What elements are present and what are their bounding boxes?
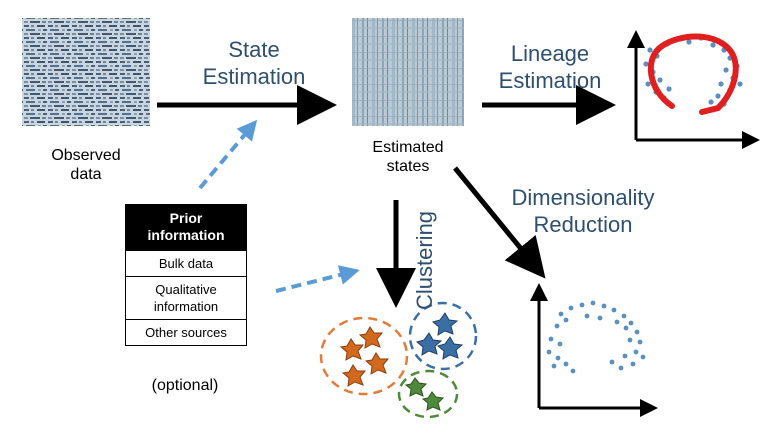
blue-cluster <box>408 301 478 371</box>
lineage-estimation-line-1: Lineage <box>510 41 590 66</box>
dimensionality-reduction-plot <box>530 283 658 417</box>
prior-row-qualitative-information: Qualitative information <box>126 276 246 319</box>
estimated-states-heatmap <box>352 18 464 126</box>
clusters <box>319 301 478 419</box>
estimated-line-2: states <box>386 158 430 175</box>
dimensionality-reduction-line-1: Dimensionality <box>511 185 655 210</box>
observed-data-label: Observed data <box>26 146 146 184</box>
estimated-line-1: Estimated <box>372 139 444 156</box>
orange-cluster <box>319 316 409 396</box>
prior-to-state-arrow <box>198 119 258 190</box>
lineage-estimation-label: Lineage Estimation <box>480 40 620 94</box>
prior-row-bulk-data: Bulk data <box>126 250 246 276</box>
dimensionality-reduction-arrow <box>453 166 546 279</box>
observed-line-1: Observed <box>51 147 121 164</box>
state-estimation-line-1: State <box>228 37 280 62</box>
observed-line-2: data <box>70 166 102 183</box>
clustering-label: Clustering <box>412 211 437 310</box>
prior-row-other-sources: Other sources <box>126 319 246 345</box>
optional-label: (optional) <box>151 377 219 394</box>
green-cluster <box>397 369 459 419</box>
lineage-estimation-line-2: Estimation <box>498 68 602 93</box>
observed-data-heatmap <box>22 18 150 126</box>
prior-information-title: Prior information <box>126 205 246 250</box>
lineage-plot <box>627 30 760 149</box>
dimensionality-reduction-label: Dimensionality Reduction <box>488 184 678 238</box>
estimated-states-label: Estimated states <box>348 138 468 176</box>
dimensionality-reduction-line-2: Reduction <box>533 212 633 237</box>
prior-information-box: Prior information Bulk data Qualitative … <box>125 204 247 346</box>
state-estimation-label: State Estimation <box>184 36 324 90</box>
state-estimation-line-2: Estimation <box>202 64 306 89</box>
prior-to-clustering-arrow <box>275 265 360 293</box>
lineage-curve <box>647 33 739 115</box>
